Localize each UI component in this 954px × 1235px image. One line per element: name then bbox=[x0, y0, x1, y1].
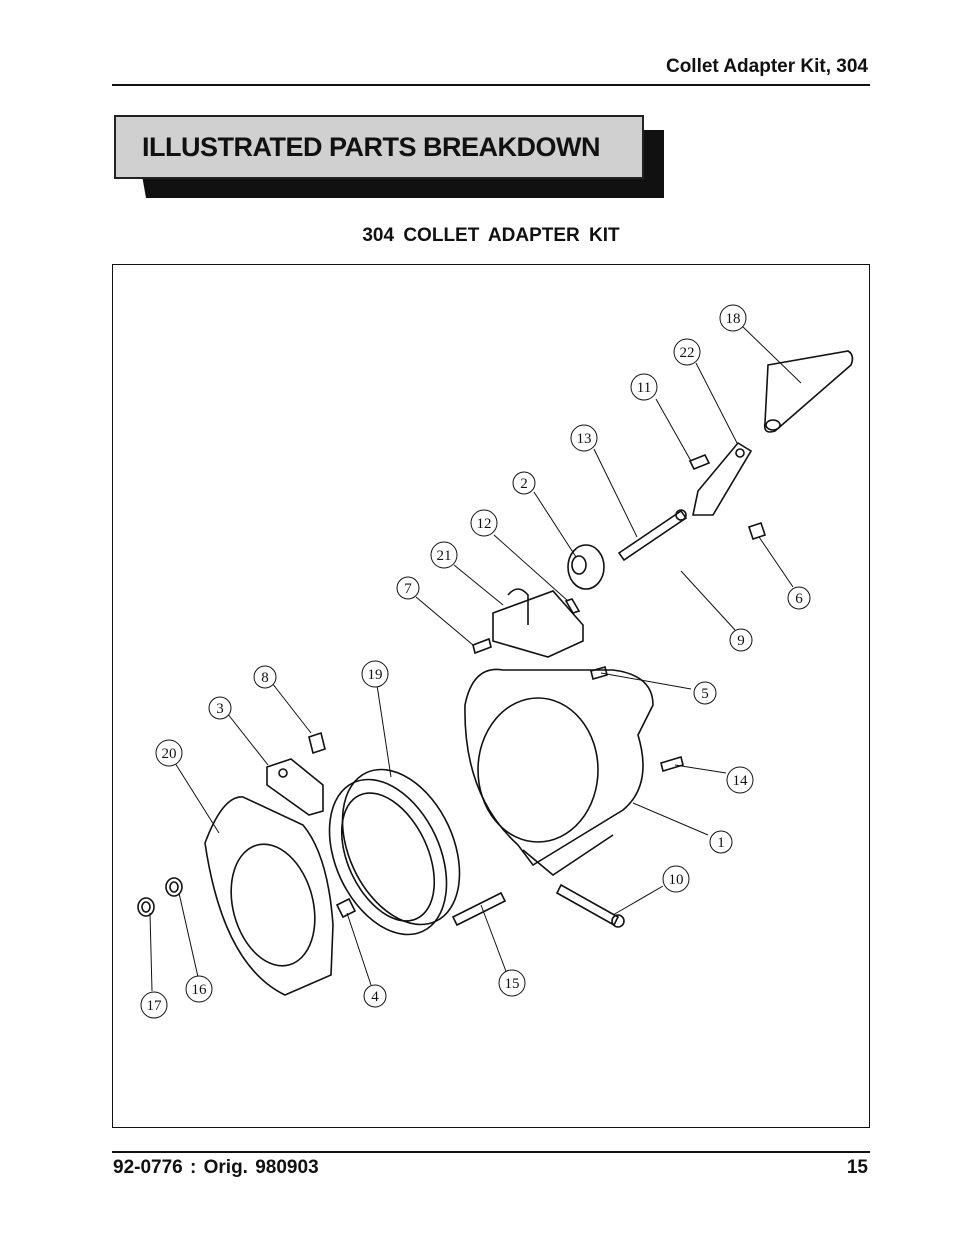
callout-7: 7 bbox=[396, 576, 420, 600]
part-19-ring bbox=[328, 778, 448, 936]
callout-9: 9 bbox=[729, 628, 753, 652]
part-5-pin bbox=[590, 666, 608, 680]
callout-11: 11 bbox=[630, 373, 658, 401]
part-22-lever bbox=[692, 441, 753, 516]
svg-text:4: 4 bbox=[371, 989, 379, 1005]
callout-4: 4 bbox=[363, 984, 387, 1008]
parts-outlines bbox=[137, 350, 854, 996]
exploded-view-drawing: 1 2 3 4 5 6 7 8 9 10 11 12 13 14 15 16 1… bbox=[137, 304, 854, 1019]
svg-text:17: 17 bbox=[147, 998, 163, 1014]
callout-18: 18 bbox=[719, 304, 747, 332]
part-17-washer bbox=[137, 897, 155, 917]
callout-5: 5 bbox=[693, 681, 717, 705]
svg-text:7: 7 bbox=[404, 581, 412, 597]
callout-1: 1 bbox=[709, 830, 733, 854]
part-18-handle bbox=[763, 350, 854, 433]
part-10-bolt bbox=[555, 883, 620, 927]
callout-19: 19 bbox=[361, 660, 389, 688]
svg-text:6: 6 bbox=[795, 591, 803, 607]
callout-21: 21 bbox=[430, 541, 458, 569]
callout-22: 22 bbox=[673, 338, 701, 366]
part-3-clamp bbox=[266, 758, 324, 816]
figure-title: 304 COLLET ADAPTER KIT bbox=[362, 225, 620, 246]
banner-title: ILLUSTRATED PARTS BREAKDOWN bbox=[142, 131, 600, 162]
svg-text:22: 22 bbox=[680, 345, 695, 361]
callout-15: 15 bbox=[498, 969, 526, 997]
part-16-washer bbox=[165, 877, 183, 897]
part-21-bracket bbox=[492, 590, 584, 658]
callout-20: 20 bbox=[155, 739, 183, 767]
callout-13: 13 bbox=[570, 424, 598, 452]
part-11-pin bbox=[688, 453, 711, 471]
callout-14: 14 bbox=[726, 766, 754, 794]
document-number: 92-0776 : Orig. 980903 bbox=[113, 1157, 319, 1178]
svg-text:8: 8 bbox=[261, 670, 269, 686]
part-12-screw bbox=[564, 598, 581, 614]
callout-6: 6 bbox=[787, 586, 811, 610]
svg-text:12: 12 bbox=[477, 516, 492, 532]
leader-lines bbox=[149, 324, 802, 992]
svg-text:18: 18 bbox=[726, 311, 741, 327]
svg-text:5: 5 bbox=[701, 686, 709, 702]
parts-diagram: 1 2 3 4 5 6 7 8 9 10 11 12 13 14 15 16 1… bbox=[112, 264, 870, 1128]
callout-8: 8 bbox=[253, 665, 277, 689]
callout-labels: 1 2 3 4 5 6 7 8 9 10 11 12 13 14 15 16 1… bbox=[140, 304, 811, 1019]
callout-17: 17 bbox=[140, 991, 168, 1019]
footer-rule bbox=[112, 1151, 870, 1153]
svg-text:16: 16 bbox=[192, 982, 208, 998]
callout-2: 2 bbox=[512, 471, 536, 495]
callout-16: 16 bbox=[185, 975, 213, 1003]
svg-text:10: 10 bbox=[669, 872, 684, 888]
part-13-rod bbox=[617, 509, 688, 562]
part-7-screw bbox=[472, 637, 492, 655]
page-number: 15 bbox=[846, 1157, 868, 1178]
part-15-bolt bbox=[451, 891, 507, 927]
svg-text:20: 20 bbox=[162, 746, 177, 762]
svg-text:14: 14 bbox=[733, 773, 749, 789]
section-banner: ILLUSTRATED PARTS BREAKDOWN bbox=[114, 115, 644, 179]
part-14-screw bbox=[660, 755, 684, 773]
svg-text:11: 11 bbox=[637, 380, 651, 396]
header-rule bbox=[112, 84, 870, 86]
part-20-plate bbox=[204, 796, 334, 996]
svg-text:13: 13 bbox=[577, 431, 592, 447]
callout-10: 10 bbox=[662, 865, 690, 893]
svg-text:9: 9 bbox=[737, 633, 745, 649]
part-6-screw bbox=[747, 521, 767, 541]
part-2-cam bbox=[567, 544, 605, 590]
callout-12: 12 bbox=[470, 509, 498, 537]
svg-text:3: 3 bbox=[216, 701, 224, 717]
svg-text:1: 1 bbox=[717, 835, 725, 851]
svg-text:19: 19 bbox=[368, 667, 383, 683]
part-8-screw bbox=[308, 731, 326, 755]
svg-text:15: 15 bbox=[505, 976, 520, 992]
part-4-pin bbox=[335, 897, 357, 919]
svg-text:21: 21 bbox=[437, 548, 452, 564]
callout-3: 3 bbox=[208, 696, 232, 720]
page-header-title: Collet Adapter Kit, 304 bbox=[665, 56, 868, 77]
part-1-housing bbox=[464, 668, 654, 867]
svg-text:2: 2 bbox=[520, 476, 528, 492]
